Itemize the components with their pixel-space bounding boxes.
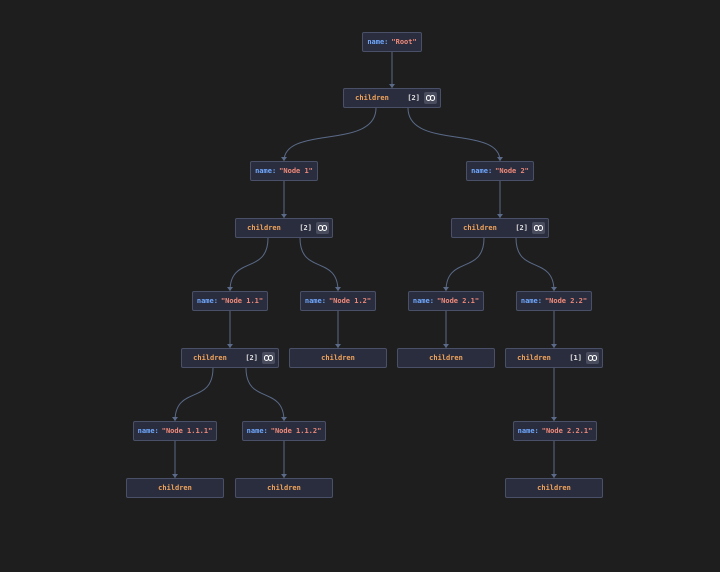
- node-node-2-2-children[interactable]: children [1]: [505, 348, 603, 368]
- value-label: "Node 1.2": [328, 297, 372, 305]
- arrowhead: [551, 417, 557, 421]
- key-label: name:: [255, 167, 277, 175]
- node-node-2-1-children[interactable]: children: [397, 348, 495, 368]
- arrowhead: [389, 84, 395, 88]
- arrowhead: [227, 344, 233, 348]
- array-label: children: [537, 484, 571, 492]
- link-icon[interactable]: [424, 92, 437, 104]
- array-label: children: [463, 224, 497, 232]
- arrowhead: [172, 417, 178, 421]
- value-label: "Node 1.1": [220, 297, 264, 305]
- arrowhead: [281, 417, 287, 421]
- value-label: "Node 2.1": [436, 297, 480, 305]
- value-label: "Root": [391, 38, 417, 46]
- node-node-2-2-1-children[interactable]: children: [505, 478, 603, 498]
- child-count: [2]: [299, 224, 312, 232]
- key-label: name:: [367, 38, 389, 46]
- link-icon[interactable]: [586, 352, 599, 364]
- edge-node2-children-to-node21: [445, 237, 485, 292]
- value-label: "Node 1.1.2": [270, 427, 322, 435]
- node-node-2[interactable]: name: "Node 2": [466, 161, 534, 181]
- node-node-1-1-children[interactable]: children [2]: [181, 348, 279, 368]
- node-root[interactable]: name: "Root": [362, 32, 422, 52]
- link-icon[interactable]: [262, 352, 275, 364]
- value-label: "Node 2.2": [544, 297, 588, 305]
- node-root-children[interactable]: children [2]: [343, 88, 441, 108]
- key-label: name:: [246, 427, 268, 435]
- node-node-1[interactable]: name: "Node 1": [250, 161, 318, 181]
- edge-node1-children-to-node12: [299, 237, 339, 292]
- array-label: children: [321, 354, 355, 362]
- value-label: "Node 2": [495, 167, 529, 175]
- arrowhead: [551, 344, 557, 348]
- key-label: name:: [520, 297, 542, 305]
- arrowhead: [281, 214, 287, 218]
- arrowhead: [335, 287, 341, 291]
- child-count: [1]: [569, 354, 582, 362]
- node-node-1-1[interactable]: name: "Node 1.1": [192, 291, 268, 311]
- key-label: name:: [304, 297, 326, 305]
- child-count: [2]: [407, 94, 420, 102]
- arrowhead: [227, 287, 233, 291]
- value-label: "Node 1.1.1": [161, 427, 213, 435]
- arrowhead: [443, 287, 449, 291]
- node-node-2-2[interactable]: name: "Node 2.2": [516, 291, 592, 311]
- edge-node11-children-to-node111: [174, 367, 214, 422]
- node-node-2-1[interactable]: name: "Node 2.1": [408, 291, 484, 311]
- node-node-1-2[interactable]: name: "Node 1.2": [300, 291, 376, 311]
- key-label: name:: [517, 427, 539, 435]
- arrowhead: [551, 474, 557, 478]
- array-label: children: [247, 224, 281, 232]
- array-label: children: [517, 354, 551, 362]
- value-label: "Node 1": [279, 167, 313, 175]
- array-label: children: [429, 354, 463, 362]
- edge-node1-children-to-node11: [229, 237, 269, 292]
- array-label: children: [158, 484, 192, 492]
- edge-node2-children-to-node22: [515, 237, 555, 292]
- value-label: "Node 2.2.1": [541, 427, 593, 435]
- link-icon[interactable]: [532, 222, 545, 234]
- edge-root-children-to-node1: [283, 107, 377, 162]
- arrowhead: [281, 474, 287, 478]
- arrowhead: [335, 344, 341, 348]
- array-label: children: [267, 484, 301, 492]
- node-node-1-1-1-children[interactable]: children: [126, 478, 224, 498]
- array-label: children: [355, 94, 389, 102]
- arrowhead: [551, 287, 557, 291]
- node-node-1-2-children[interactable]: children: [289, 348, 387, 368]
- node-node-2-2-1[interactable]: name: "Node 2.2.1": [513, 421, 597, 441]
- child-count: [2]: [245, 354, 258, 362]
- node-node-2-children[interactable]: children [2]: [451, 218, 549, 238]
- node-node-1-children[interactable]: children [2]: [235, 218, 333, 238]
- array-label: children: [193, 354, 227, 362]
- key-label: name:: [196, 297, 218, 305]
- node-node-1-1-1[interactable]: name: "Node 1.1.1": [133, 421, 217, 441]
- edge-root-children-to-node2: [407, 107, 501, 162]
- arrowhead: [497, 157, 503, 161]
- arrowhead: [172, 474, 178, 478]
- arrowhead: [443, 344, 449, 348]
- child-count: [2]: [515, 224, 528, 232]
- link-icon[interactable]: [316, 222, 329, 234]
- node-node-1-1-2[interactable]: name: "Node 1.1.2": [242, 421, 326, 441]
- arrowhead: [497, 214, 503, 218]
- node-node-1-1-2-children[interactable]: children: [235, 478, 333, 498]
- key-label: name:: [137, 427, 159, 435]
- key-label: name:: [412, 297, 434, 305]
- arrowhead: [281, 157, 287, 161]
- key-label: name:: [471, 167, 493, 175]
- edge-node11-children-to-node112: [245, 367, 285, 422]
